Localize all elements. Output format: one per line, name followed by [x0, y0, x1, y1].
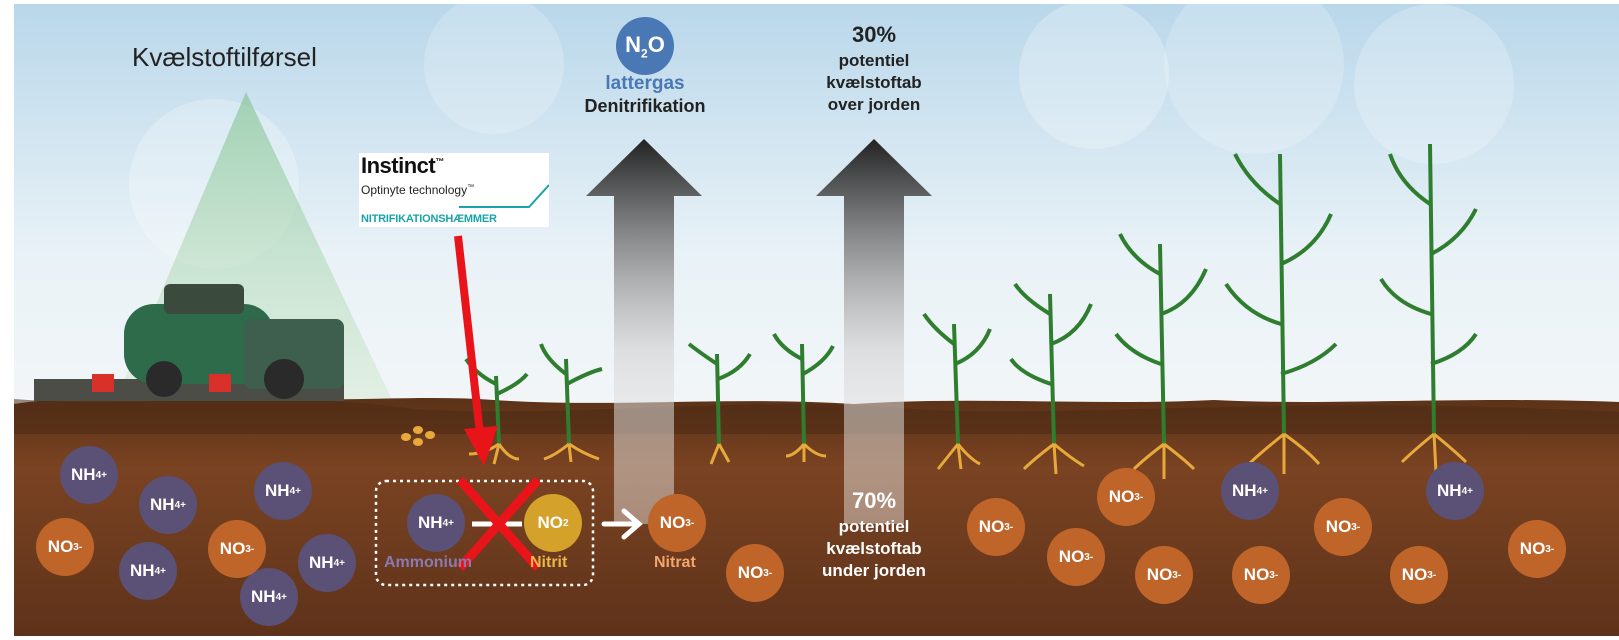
diagram-scene: Kvælstoftilførsel N2O lattergas Denitrif…: [14, 4, 1619, 636]
above-percent: 30%: [851, 22, 897, 47]
denitrification-label: Denitrifikation: [584, 96, 706, 116]
logo-technology: Optinyte technology: [361, 183, 468, 197]
n2o-circle: [616, 17, 674, 75]
denitrification-arrow: [586, 139, 702, 524]
n2o-name: lattergas: [605, 73, 685, 94]
scene-background: [14, 4, 1619, 636]
above-ground-loss-arrow: [816, 139, 932, 524]
ammonium-label: Ammonium: [384, 554, 472, 571]
nitrate-label: Nitrat: [654, 554, 696, 571]
tractor-illustration: [34, 284, 344, 401]
nitrification-box: [374, 479, 595, 587]
plants-illustration: [464, 143, 1478, 445]
below-percent: 70%: [851, 488, 897, 513]
logo-swoosh-icon: [459, 184, 549, 208]
n2o-formula: N2O: [625, 32, 665, 61]
nitrite-label: Nitrit: [530, 554, 568, 571]
logo-brand: Instinct: [361, 153, 436, 178]
blocked-x-icon: [456, 477, 542, 571]
instinct-logo: Instinct™ Optinyte technology™ NITRIFIKA…: [359, 153, 549, 227]
nitrate-arrow: [601, 508, 643, 540]
red-pointer-arrow: [454, 235, 498, 466]
logo-subtitle: NITRIFIKATIONSHÆMMER: [361, 213, 497, 225]
roots-illustration: [468, 432, 1468, 479]
page-title: Kvælstoftilførsel: [132, 42, 317, 72]
